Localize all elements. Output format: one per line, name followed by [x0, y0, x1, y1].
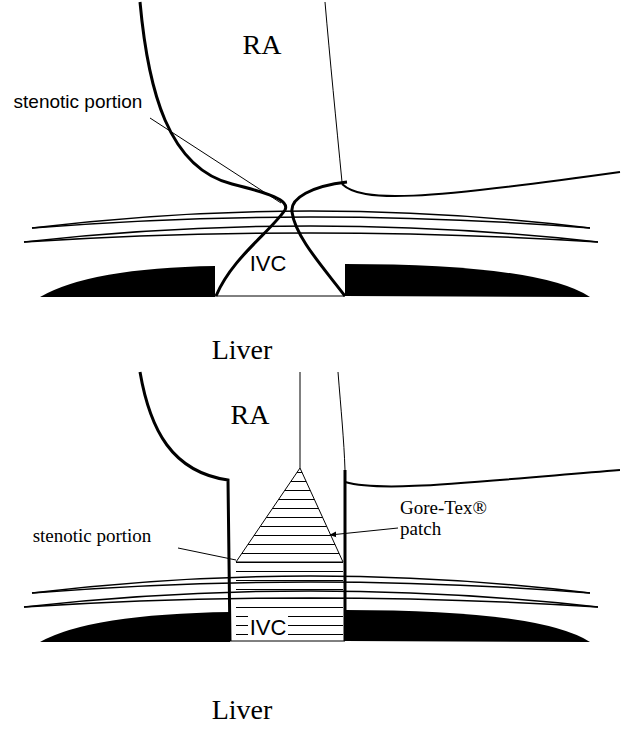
ivc-floor-line: [230, 641, 345, 642]
organ-label: Liver: [212, 335, 273, 366]
leader-line: [178, 548, 236, 560]
atrial-floor: [345, 470, 620, 486]
diaphragm-band: [24, 233, 598, 242]
leader-arrow: [330, 528, 398, 535]
top-panel: [24, 2, 620, 297]
vessel-label: IVC: [248, 252, 289, 276]
vessel-label: IVC: [248, 616, 289, 640]
atrial-wall: [292, 182, 347, 296]
leader-line: [150, 118, 281, 203]
material-label: Gore-Tex® patch: [400, 498, 490, 540]
part-label: stenotic portion: [33, 526, 152, 547]
organ-label: Liver: [212, 695, 273, 726]
liver-tissue: [345, 264, 590, 297]
diaphragm-band: [24, 226, 598, 242]
gore-tex-patch-outline: [236, 468, 343, 562]
atrial-wall: [140, 372, 230, 641]
gore-tex-patch: [236, 468, 343, 640]
ivc-floor-line: [215, 296, 345, 297]
liver-tissue: [40, 612, 230, 642]
suture-line: [300, 372, 301, 468]
chamber-label: RA: [231, 400, 270, 431]
bottom-panel: [24, 372, 620, 642]
liver-tissue: [40, 266, 215, 297]
liver-tissue: [345, 610, 590, 642]
chamber-label: RA: [243, 30, 282, 61]
atrial-floor: [342, 172, 620, 196]
atrial-wall-thin: [325, 2, 342, 182]
atrial-wall: [344, 470, 347, 641]
atrial-wall-thin: [338, 372, 345, 470]
part-label: stenotic portion: [14, 92, 143, 113]
